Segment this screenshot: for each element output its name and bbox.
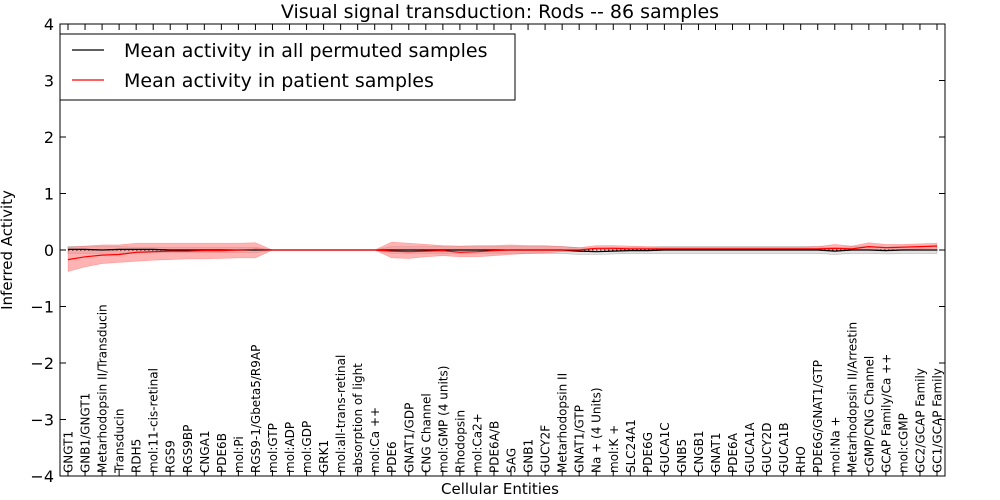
x-tick-label: mol:11-cis-retinal (147, 368, 161, 473)
x-tick-label: cGMP/CNG Channel (862, 356, 876, 473)
x-tick-label: PDE6A/B (488, 421, 502, 473)
x-tick-label: mol:Ca2+ (470, 413, 484, 473)
x-tick-label: PDE6B (215, 433, 229, 473)
y-tick-label: 2 (44, 128, 54, 147)
x-tick-label: GNAT1/GTP (573, 405, 587, 473)
x-tick-label: RDH5 (130, 439, 144, 473)
x-tick-label: RGS9BP (181, 425, 195, 473)
x-tick-label: PDE6 (385, 441, 399, 473)
x-tick-label: GNB1/GNGT1 (79, 393, 93, 473)
y-tick-label: −1 (30, 298, 54, 317)
x-tick-label: GC1/GCAP Family (931, 368, 945, 473)
x-tick-label: GUCY2F (539, 425, 553, 473)
x-tick-label: mol:GTP (266, 423, 280, 473)
x-tick-label: absorption of light (351, 363, 365, 473)
x-tick-label: RHO (794, 446, 808, 473)
x-tick-label: Na + (4 Units) (590, 387, 604, 473)
x-tick-label: GUCA1B (777, 422, 791, 473)
x-tick-label: GNAT1 (709, 432, 723, 473)
y-tick-label: 1 (44, 185, 54, 204)
x-tick-label: GRK1 (317, 440, 331, 473)
x-tick-label: mol:GMP (4 units) (436, 366, 450, 473)
x-tick-label: mol:GDP (300, 421, 314, 473)
x-tick-label: GNAT1/GDP (402, 403, 416, 473)
x-tick-label: GNB5 (675, 439, 689, 473)
y-tick-label: 3 (44, 72, 54, 91)
y-axis-label: Inferred Activity (0, 190, 16, 310)
y-tick-label: −4 (30, 467, 54, 486)
x-tick-label: SLC24A1 (624, 419, 638, 473)
x-tick-label: Metarhodopsin II (556, 373, 570, 473)
x-tick-label: CNGB1 (692, 430, 706, 473)
legend: Mean activity in all permuted samples Me… (59, 33, 516, 101)
y-tick-label: 0 (44, 241, 54, 260)
plot-frame (59, 23, 946, 477)
x-tick-label: GCAP Family/Ca ++ (879, 354, 893, 473)
x-tick-label: mol:Pi (232, 436, 246, 473)
x-tick-label: RGS9 (164, 440, 178, 473)
y-tick-label: −3 (30, 411, 54, 430)
x-tick-label: PDE6G/GNAT1/GTP (811, 360, 825, 473)
x-tick-label: GUCA1A (743, 422, 757, 473)
x-tick-label: mol:Ca ++ (368, 407, 382, 473)
x-tick-label: CNG Channel (419, 393, 433, 473)
series-line-patient (67, 245, 938, 261)
x-tick-label: GC2/GCAP Family (914, 368, 928, 473)
y-tick-label: 4 (44, 15, 54, 34)
legend-box (59, 33, 516, 101)
x-axis-label: Cellular Entities (441, 480, 559, 498)
x-tick-label: CNGA1 (198, 431, 212, 474)
y-tick-label: −2 (30, 354, 54, 373)
legend-label-permuted: Mean activity in all permuted samples (124, 40, 487, 62)
x-tick-label: PDE6G (641, 432, 655, 473)
x-tick-label: Transducin (113, 409, 127, 474)
x-tick-label: mol:K + (607, 425, 621, 473)
chart-title: Visual signal transduction: Rods -- 86 s… (281, 1, 719, 23)
x-tick-label: Metarhodopsin II/Arrestin (845, 322, 859, 473)
x-tick-label: GNB1 (522, 439, 536, 473)
x-tick-label: GUCA1C (658, 422, 672, 473)
x-tick-label: SAG (505, 448, 519, 473)
x-tick-label: GNGT1 (62, 431, 76, 473)
x-tick-label: Metarhodopsin II/Transducin (96, 304, 110, 473)
x-tick-label: mol:cGMP (896, 413, 910, 473)
x-tick-label: Rhodopsin (453, 410, 467, 473)
x-tick-label: RGS9-1/Gbeta5/R9AP (249, 345, 263, 473)
x-tick-label: mol:all-trans-retinal (334, 355, 348, 473)
x-tick-label: mol:Na + (828, 416, 842, 473)
x-tick-label: mol:ADP (283, 422, 297, 473)
x-tick-label: PDE6A (726, 432, 740, 473)
legend-label-patient: Mean activity in patient samples (124, 70, 434, 92)
x-tick-label: GUCY2D (760, 423, 774, 473)
